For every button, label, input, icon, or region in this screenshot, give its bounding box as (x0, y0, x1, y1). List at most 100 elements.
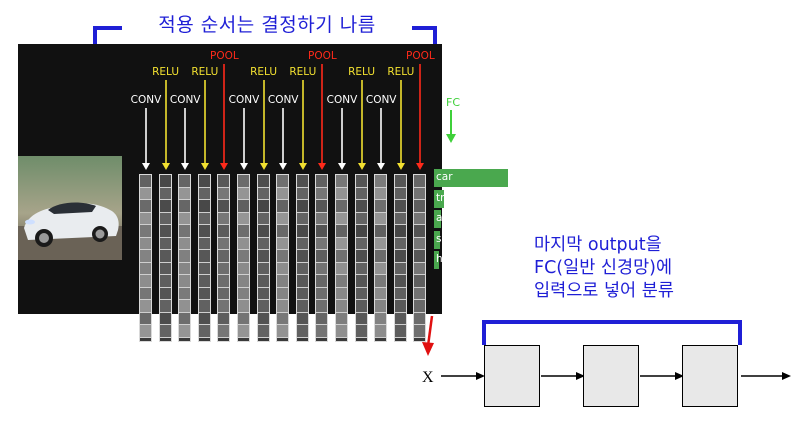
feature-map-cell (179, 237, 191, 250)
feature-map-cell (336, 275, 347, 288)
network-layer-box-1 (484, 345, 540, 407)
feature-map-cell (277, 312, 289, 325)
feature-map-cell (140, 287, 151, 300)
feature-map-cell (414, 300, 426, 313)
feature-map-cell (140, 262, 151, 275)
feature-map-cell (355, 225, 367, 238)
feature-map-cell (355, 187, 367, 200)
network-layer-box-2 (583, 345, 639, 407)
feature-map-cell (218, 287, 230, 300)
top-caption: 적용 순서는 결정하기 나름 (122, 14, 412, 36)
feature-map-cell (277, 287, 289, 300)
op-label-pool: POOL (308, 50, 337, 62)
class-score-bar (434, 169, 508, 187)
feature-map-cell (414, 262, 426, 275)
feature-map-cell (375, 175, 387, 188)
feature-map-cell (179, 300, 191, 313)
feature-map-cell (179, 312, 191, 325)
feature-map-cell (414, 187, 426, 200)
op-label-relu: RELU (191, 66, 219, 78)
feature-map-cell (394, 325, 406, 338)
feature-map-cell (414, 200, 426, 213)
feature-map-cell (355, 262, 367, 275)
feature-map-cell (394, 262, 406, 275)
feature-map-cell (375, 275, 387, 288)
feature-map-cell (316, 287, 328, 300)
op-arrow-icon (181, 108, 190, 170)
feature-map-cell (159, 312, 171, 325)
feature-map-cell (296, 212, 308, 225)
feature-map-cell (296, 250, 308, 263)
feature-map-column (256, 174, 270, 342)
feature-map-cell (198, 237, 210, 250)
feature-map-cell (159, 175, 171, 188)
op-arrow-icon (298, 80, 307, 170)
feature-map-cell (140, 237, 151, 250)
feature-map-column (197, 174, 211, 342)
feature-map-cell (277, 200, 289, 213)
feature-map-cell (296, 275, 308, 288)
feature-map-cell (277, 187, 289, 200)
feature-map-cell (140, 250, 151, 263)
feature-map-cell (355, 275, 367, 288)
feature-map-cell (218, 225, 230, 238)
feature-map-cell (238, 325, 249, 338)
feature-map-cell (198, 287, 210, 300)
op-label-pool: POOL (406, 50, 435, 62)
feature-map-column (374, 174, 388, 342)
feature-map-cell (257, 225, 269, 238)
op-label-pool: POOL (210, 50, 239, 62)
feature-map-cell (296, 300, 308, 313)
feature-map-cell (140, 200, 151, 213)
feature-map-cell (336, 262, 347, 275)
feature-map-cell (238, 275, 249, 288)
op-arrow-icon (259, 80, 268, 170)
feature-map-cell (414, 175, 426, 188)
feature-map-cell (159, 212, 171, 225)
feature-map-cell (296, 287, 308, 300)
feature-map-cell (355, 312, 367, 325)
op-label-relu: RELU (152, 66, 180, 78)
op-arrow-icon (200, 80, 209, 170)
op-arrow-icon (220, 64, 229, 170)
op-label-relu: RELU (250, 66, 278, 78)
feature-map-cell (198, 275, 210, 288)
op-label-conv: CONV (130, 94, 162, 106)
feature-map-cell (198, 175, 210, 188)
feature-map-cell (375, 225, 387, 238)
feature-map-cell (179, 212, 191, 225)
feature-map-cell (277, 175, 289, 188)
feature-map-cell (198, 187, 210, 200)
feature-map-cell (355, 200, 367, 213)
feature-map-cell (277, 325, 289, 338)
feature-map-cell (394, 212, 406, 225)
feature-map-cell (238, 225, 249, 238)
feature-map-cell (140, 312, 151, 325)
feature-map-cell (316, 237, 328, 250)
feature-map-cell (394, 200, 406, 213)
feature-map-cell (316, 212, 328, 225)
feature-map-cell (218, 275, 230, 288)
feature-map-cell (375, 325, 387, 338)
feature-map-cell (198, 200, 210, 213)
feature-map-column (413, 174, 427, 342)
feature-map-cell (179, 175, 191, 188)
feature-map-cell (179, 200, 191, 213)
feature-map-cell (179, 287, 191, 300)
feature-map-column (178, 174, 192, 342)
op-label-relu: RELU (348, 66, 376, 78)
op-arrow-icon (377, 108, 386, 170)
feature-map-cell (316, 275, 328, 288)
class-score-bar (434, 189, 444, 208)
feature-map-column (295, 174, 309, 342)
feature-map-cell (140, 300, 151, 313)
feature-map-cell (316, 200, 328, 213)
op-label-relu: RELU (289, 66, 317, 78)
fc-note-line-1: 마지막 output을 (534, 235, 662, 255)
feature-map-column (315, 174, 329, 342)
feature-map-cell (257, 212, 269, 225)
feature-map-cell (198, 325, 210, 338)
feature-map-cell (257, 250, 269, 263)
feature-map-cell (336, 312, 347, 325)
feature-map-cell (394, 250, 406, 263)
